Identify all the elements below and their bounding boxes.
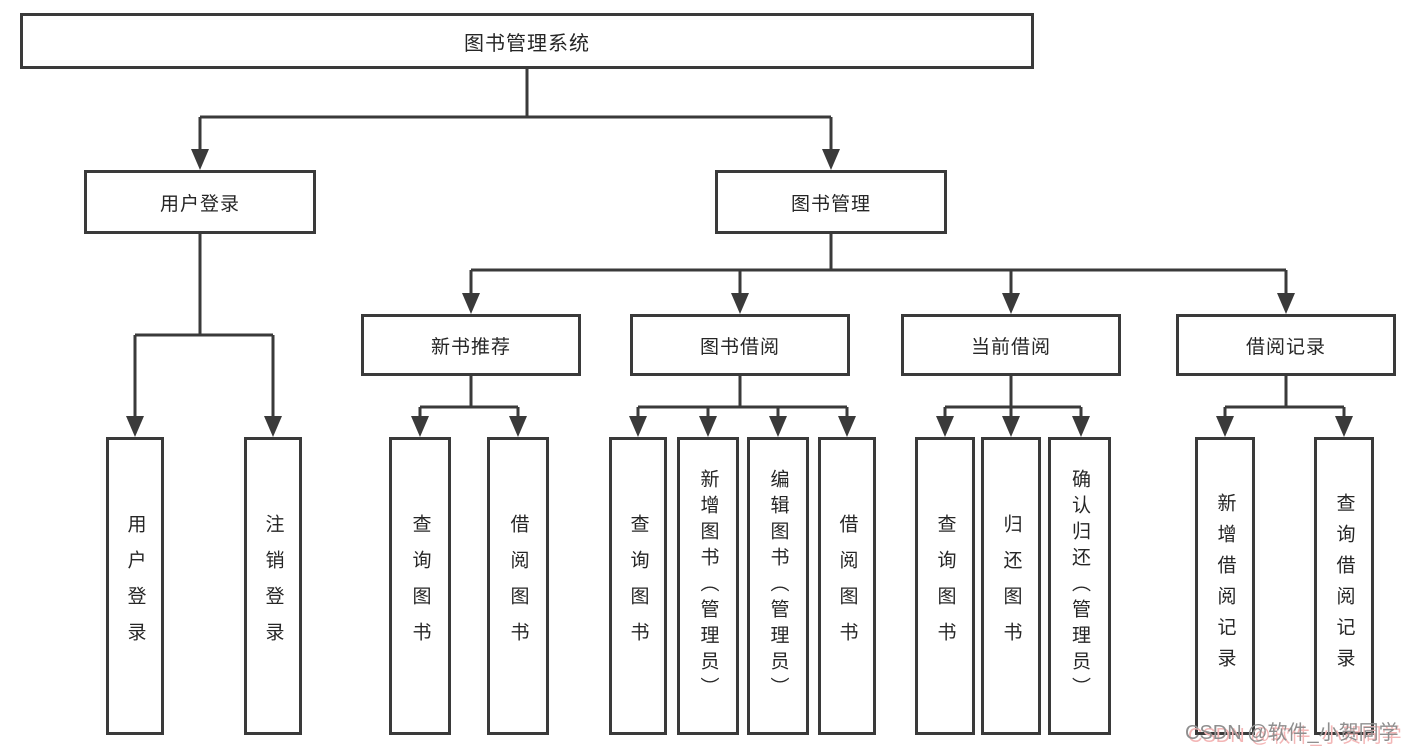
leaf-logout: 注销登录 [244, 437, 302, 735]
node-book-borrowing: 图书借阅 [630, 314, 850, 376]
node-new-book-recommendation: 新书推荐 [361, 314, 581, 376]
leaf-add-books-admin: 新增图书（管理员） [677, 437, 739, 735]
leaf-label: 注销登录 [262, 514, 284, 658]
csdn-watermark: CSDN @软件_小贺同学 [1185, 722, 1399, 744]
leaf-label: 查询图书 [627, 514, 649, 658]
leaf-label: 借阅图书 [836, 514, 858, 658]
node-label: 图书借阅 [699, 336, 780, 358]
leaf-borrow-books: 借阅图书 [818, 437, 876, 735]
leaf-label: 新增图书（管理员） [697, 469, 719, 703]
node-label: 用户登录 [159, 193, 240, 215]
node-current-borrowing: 当前借阅 [901, 314, 1121, 376]
leaf-borrow-books-recommend: 借阅图书 [487, 437, 549, 735]
node-label: 图书管理 [790, 193, 871, 215]
leaf-user-login: 用户登录 [106, 437, 164, 735]
leaf-label: 确认归还（管理员） [1069, 469, 1090, 703]
leaf-confirm-return-admin: 确认归还（管理员） [1048, 437, 1111, 735]
node-label: 图书管理系统 [464, 32, 590, 55]
leaf-query-books-borrow: 查询图书 [609, 437, 667, 735]
node-label: 当前借阅 [970, 336, 1051, 358]
node-library-management-system: 图书管理系统 [20, 13, 1034, 69]
leaf-label: 归还图书 [1000, 514, 1022, 658]
leaf-add-borrow-record: 新增借阅记录 [1195, 437, 1255, 735]
node-label: 新书推荐 [430, 336, 511, 358]
node-borrowing-records: 借阅记录 [1176, 314, 1396, 376]
node-book-management: 图书管理 [715, 170, 947, 234]
leaf-label: 查询借阅记录 [1333, 493, 1355, 679]
leaf-edit-books-admin: 编辑图书（管理员） [747, 437, 809, 735]
node-label: 借阅记录 [1245, 336, 1326, 358]
leaf-label: 编辑图书（管理员） [767, 469, 789, 703]
leaf-query-books-recommend: 查询图书 [389, 437, 451, 735]
leaf-query-borrow-record: 查询借阅记录 [1314, 437, 1374, 735]
leaf-label: 用户登录 [124, 514, 146, 658]
node-user-login: 用户登录 [84, 170, 316, 234]
leaf-label: 查询图书 [934, 514, 956, 658]
leaf-return-books: 归还图书 [981, 437, 1041, 735]
leaf-query-books-current: 查询图书 [915, 437, 975, 735]
leaf-label: 借阅图书 [507, 514, 529, 658]
leaf-label: 查询图书 [409, 514, 431, 658]
leaf-label: 新增借阅记录 [1214, 493, 1236, 679]
